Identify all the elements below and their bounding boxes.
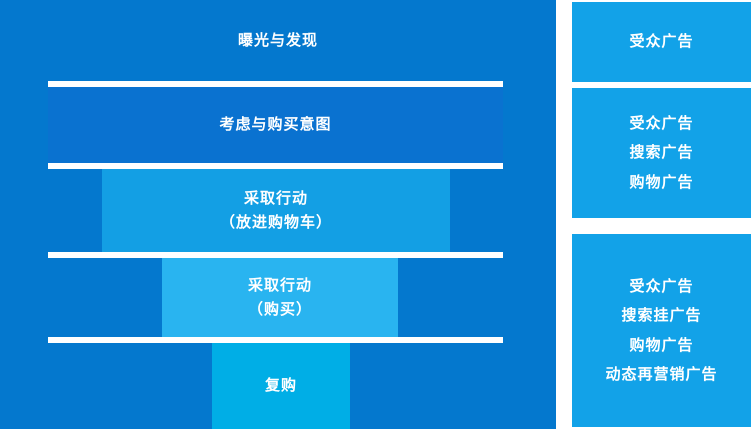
funnel-stage-purchase-sublabel: （购买）: [247, 300, 312, 318]
funnel-stage-add-to-cart[interactable]: 采取行动 （放进购物车）: [102, 169, 450, 252]
funnel-stage-add-to-cart-sublabel: （放进购物车）: [219, 213, 332, 231]
ad-type-label: 受众广告: [629, 33, 694, 51]
ad-type-label: 搜索广告: [629, 144, 694, 162]
funnel-stage-repurchase[interactable]: 复购: [212, 342, 350, 429]
ad-type-panel-conversion[interactable]: 受众广告 搜索挂广告 购物广告 动态再营销广告: [572, 234, 751, 427]
marketing-funnel: 曝光与发现 考虑与购买意图 采取行动 （放进购物车） 采取行动 （购买） 复购: [0, 0, 556, 429]
ad-type-label: 购物广告: [629, 336, 694, 354]
funnel-divider-4: [48, 337, 503, 343]
ad-type-label: 受众广告: [629, 115, 694, 133]
ad-type-label: 受众广告: [629, 278, 694, 295]
funnel-stage-consideration-label: 考虑与购买意图: [219, 116, 332, 134]
funnel-stage-purchase-label: 采取行动: [247, 277, 312, 295]
funnel-stage-purchase[interactable]: 采取行动 （购买）: [162, 258, 398, 337]
funnel-stage-repurchase-label: 复购: [264, 376, 297, 394]
funnel-stage-add-to-cart-label: 采取行动: [243, 190, 308, 208]
ad-type-label: 购物广告: [629, 173, 694, 191]
funnel-stage-awareness-label: 曝光与发现: [237, 31, 318, 49]
funnel-stage-awareness[interactable]: 曝光与发现: [0, 0, 556, 81]
ad-type-label: 搜索挂广告: [621, 307, 702, 325]
funnel-divider-2: [48, 163, 503, 169]
funnel-divider-3: [48, 252, 503, 258]
funnel-divider-1: [48, 81, 503, 87]
ad-type-panel-consideration[interactable]: 受众广告 搜索广告 购物广告: [572, 88, 751, 218]
funnel-stage-consideration[interactable]: 考虑与购买意图: [48, 87, 503, 163]
ad-type-panel-awareness[interactable]: 受众广告: [572, 2, 751, 82]
ad-type-label: 动态再营销广告: [605, 365, 718, 383]
